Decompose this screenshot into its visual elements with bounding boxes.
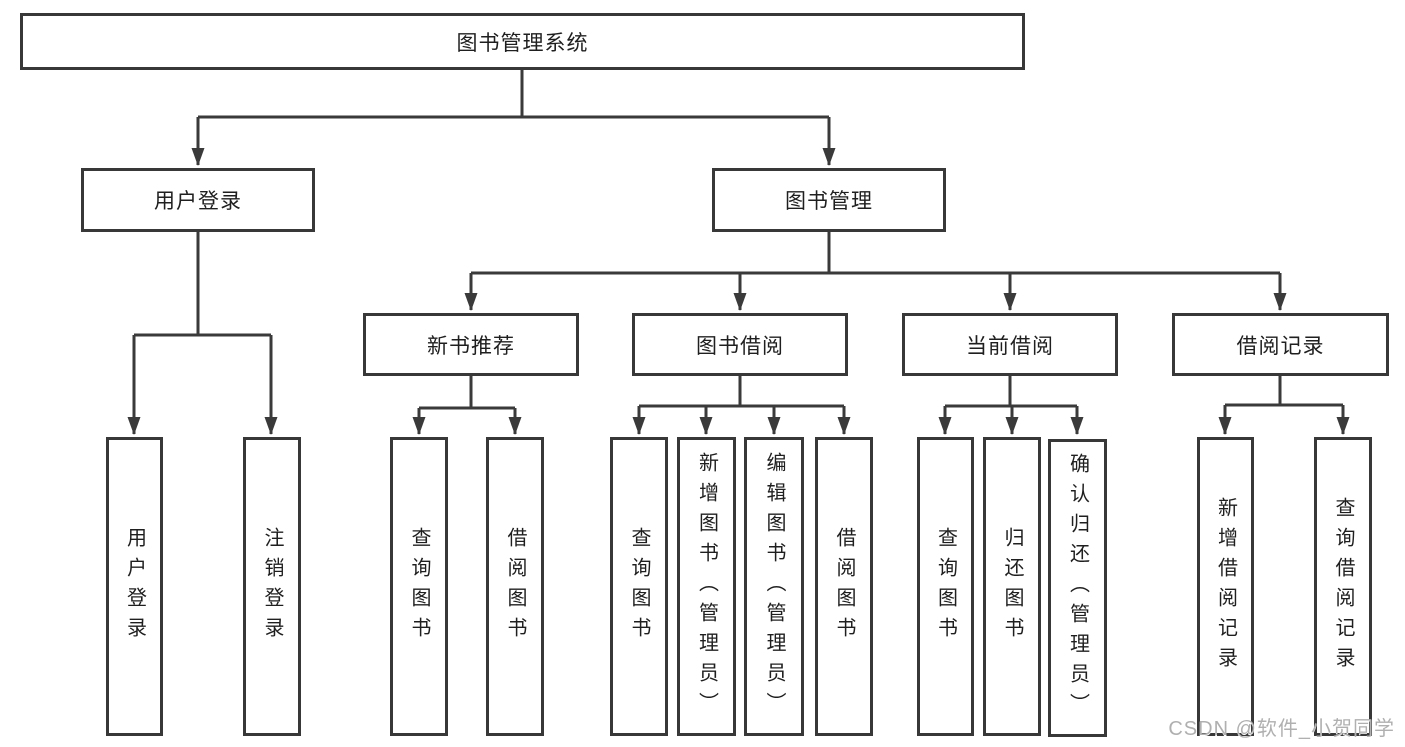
node-current-borrow: 当前借阅 bbox=[902, 313, 1118, 376]
leaf-return-book-label: 归还图书 bbox=[1001, 526, 1023, 647]
leaf-query-book-2-label: 查询图书 bbox=[628, 526, 650, 647]
leaf-query-borrow-record-label: 查询借阅记录 bbox=[1332, 496, 1354, 677]
leaf-edit-book-admin: 编辑图书（管理员） bbox=[744, 437, 804, 736]
leaf-logout: 注销登录 bbox=[243, 437, 301, 736]
leaf-query-book-3: 查询图书 bbox=[917, 437, 974, 736]
node-user-login: 用户登录 bbox=[81, 168, 315, 232]
connector-new-book-recommend-to-leaves bbox=[412, 376, 522, 435]
leaf-return-book: 归还图书 bbox=[983, 437, 1041, 736]
connector-current-borrow-to-leaves bbox=[938, 376, 1084, 435]
node-root-label: 图书管理系统 bbox=[456, 31, 589, 55]
leaf-logout-label: 注销登录 bbox=[261, 526, 283, 647]
node-new-book-recommend: 新书推荐 bbox=[363, 313, 579, 376]
leaf-add-book-admin-label: 新增图书（管理员） bbox=[695, 451, 718, 722]
leaf-add-book-admin: 新增图书（管理员） bbox=[677, 437, 736, 736]
leaf-user-login: 用户登录 bbox=[106, 437, 163, 736]
leaf-borrow-book-2: 借阅图书 bbox=[815, 437, 873, 736]
leaf-add-borrow-record-label: 新增借阅记录 bbox=[1214, 496, 1237, 677]
leaf-user-login-label: 用户登录 bbox=[123, 526, 146, 647]
leaf-query-book-2: 查询图书 bbox=[610, 437, 668, 736]
node-borrow-records: 借阅记录 bbox=[1172, 313, 1389, 376]
leaf-borrow-book-1-label: 借阅图书 bbox=[504, 526, 526, 647]
node-book-borrow-label: 图书借阅 bbox=[696, 334, 784, 358]
node-current-borrow-label: 当前借阅 bbox=[966, 334, 1054, 358]
leaf-query-book-1: 查询图书 bbox=[390, 437, 448, 736]
leaf-borrow-book-1: 借阅图书 bbox=[486, 437, 544, 736]
node-book-management: 图书管理 bbox=[712, 168, 946, 232]
node-borrow-records-label: 借阅记录 bbox=[1236, 334, 1325, 358]
leaf-add-borrow-record: 新增借阅记录 bbox=[1197, 437, 1254, 736]
leaf-confirm-return-admin: 确认归还（管理员） bbox=[1048, 439, 1107, 737]
leaf-confirm-return-admin-label: 确认归还（管理员） bbox=[1066, 453, 1089, 723]
leaf-query-borrow-record: 查询借阅记录 bbox=[1314, 437, 1372, 736]
leaf-query-book-3-label: 查询图书 bbox=[934, 526, 957, 647]
leaf-query-book-1-label: 查询图书 bbox=[408, 526, 430, 647]
leaf-borrow-book-2-label: 借阅图书 bbox=[833, 526, 855, 647]
node-root: 图书管理系统 bbox=[20, 13, 1025, 70]
node-book-management-label: 图书管理 bbox=[785, 190, 873, 213]
connector-book-management-to-level3 bbox=[464, 232, 1287, 311]
connector-book-borrow-to-leaves bbox=[632, 376, 851, 435]
node-new-book-recommend-label: 新书推荐 bbox=[427, 334, 515, 358]
connector-borrow-records-to-leaves bbox=[1218, 376, 1350, 435]
node-user-login-label: 用户登录 bbox=[154, 190, 242, 213]
node-book-borrow: 图书借阅 bbox=[632, 313, 848, 376]
leaf-edit-book-admin-label: 编辑图书（管理员） bbox=[763, 451, 785, 722]
connector-user-login-to-leaves bbox=[127, 232, 278, 435]
csdn-watermark: CSDN @软件_小贺同学 bbox=[1168, 718, 1395, 740]
connector-root-to-level2 bbox=[191, 69, 836, 166]
